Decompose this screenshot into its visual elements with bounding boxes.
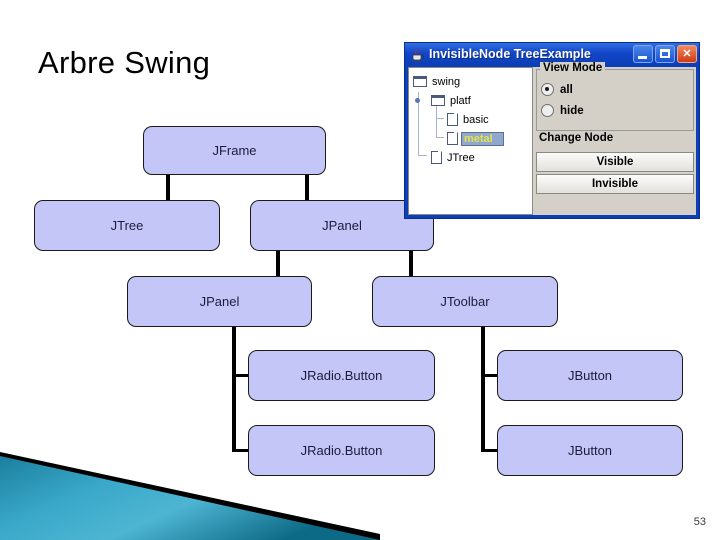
java-cup-icon xyxy=(412,49,425,62)
tree-node-label-selected: metal xyxy=(461,131,504,146)
tree-node-basic[interactable]: basic xyxy=(413,110,532,129)
edge-jframe-jpanel1 xyxy=(305,175,309,201)
edge-jpanel1-jtoolbar xyxy=(409,251,413,277)
java-app-window[interactable]: InvisibleNode TreeExample ✕ swing xyxy=(404,42,700,219)
node-jframe: JFrame xyxy=(143,126,326,175)
window-titlebar[interactable]: InvisibleNode TreeExample ✕ xyxy=(405,43,699,65)
tree-node-jtree[interactable]: JTree xyxy=(413,148,532,167)
edge-spine-jpanel2 xyxy=(232,327,236,452)
tree-node-swing[interactable]: swing xyxy=(413,72,532,91)
tree-node-platf[interactable]: platf xyxy=(413,91,532,110)
file-icon xyxy=(431,151,442,164)
node-jtoolbar: JToolbar xyxy=(372,276,558,327)
radio-icon-all[interactable] xyxy=(541,83,554,96)
node-jbutton-1: JButton xyxy=(497,350,683,401)
maximize-button[interactable] xyxy=(655,45,675,63)
tree-node-label: swing xyxy=(432,75,461,88)
radio-option-hide[interactable]: hide xyxy=(541,100,689,121)
edge-stub-jbutton2 xyxy=(481,449,499,452)
node-jpanel-2: JPanel xyxy=(127,276,312,327)
node-jbutton-2: JButton xyxy=(497,425,683,476)
node-jradiobutton-1: JRadio.Button xyxy=(248,350,435,401)
edge-stub-jradio1 xyxy=(232,374,250,377)
tree-node-label: platf xyxy=(450,94,471,107)
view-mode-title: View Mode xyxy=(540,62,606,74)
edge-stub-jbutton1 xyxy=(481,374,499,377)
tree-panel[interactable]: swing platf basic metal xyxy=(408,67,533,215)
file-icon xyxy=(447,113,458,126)
change-node-title: Change Node xyxy=(536,132,617,144)
tree-node-label: basic xyxy=(463,113,489,126)
tree-guide-line xyxy=(436,118,444,119)
tree-node-metal[interactable]: metal xyxy=(413,129,532,148)
change-node-group: Change Node Visible Invisible xyxy=(536,132,694,196)
page-title: Arbre Swing xyxy=(38,45,211,80)
edge-spine-jtoolbar xyxy=(481,327,485,452)
node-jradiobutton-2: JRadio.Button xyxy=(248,425,435,476)
window-body: swing platf basic metal xyxy=(408,62,696,215)
tree-guide-line xyxy=(436,137,444,138)
file-icon xyxy=(447,132,458,145)
tree-guide-line xyxy=(418,155,427,156)
edge-jpanel1-jpanel2 xyxy=(276,251,280,277)
node-jpanel-1: JPanel xyxy=(250,200,434,251)
radio-label-hide: hide xyxy=(560,104,584,117)
node-jtree: JTree xyxy=(34,200,220,251)
edge-jframe-jtree xyxy=(166,175,170,201)
close-icon[interactable]: ✕ xyxy=(677,45,697,63)
tree-node-label: JTree xyxy=(447,151,475,164)
invisible-button[interactable]: Invisible xyxy=(536,174,694,194)
folder-icon xyxy=(413,76,427,87)
minimize-button[interactable] xyxy=(633,45,653,63)
view-mode-group: View Mode all hide xyxy=(536,62,694,131)
folder-icon xyxy=(431,95,445,106)
window-title: InvisibleNode TreeExample xyxy=(429,47,591,61)
page-number: 53 xyxy=(693,516,706,528)
tree-guide-line xyxy=(418,92,419,155)
controls-panel: View Mode all hide Change Node Visible I… xyxy=(533,62,696,215)
tree-expand-handle-icon[interactable] xyxy=(413,95,424,106)
radio-option-all[interactable]: all xyxy=(541,79,689,100)
visible-button[interactable]: Visible xyxy=(536,152,694,172)
radio-label-all: all xyxy=(560,83,573,96)
radio-icon-hide[interactable] xyxy=(541,104,554,117)
